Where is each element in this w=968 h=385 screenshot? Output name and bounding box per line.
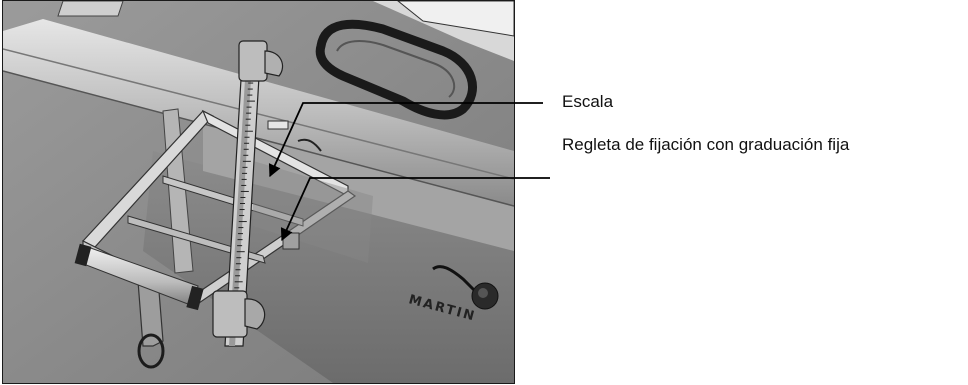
fixing-strip-marker	[282, 232, 300, 250]
knob-highlight	[478, 288, 488, 298]
machine-illustration: MARTIN	[2, 0, 515, 384]
table-opening	[397, 1, 514, 37]
handle-inner	[336, 40, 456, 98]
machine-drawing: MARTIN	[3, 1, 514, 383]
roller	[74, 243, 204, 311]
rail-block	[267, 120, 289, 130]
foot-wheel	[137, 333, 165, 369]
rail-clamp	[57, 1, 124, 17]
scale-bar	[212, 40, 284, 347]
callout-label-escala: Escala	[562, 92, 614, 111]
callout-label-regleta: Regleta de fijación con graduación fija	[562, 135, 850, 154]
scale-top-clamp	[238, 40, 268, 82]
lever	[432, 265, 477, 293]
scale-bottom-clamp	[212, 290, 248, 338]
